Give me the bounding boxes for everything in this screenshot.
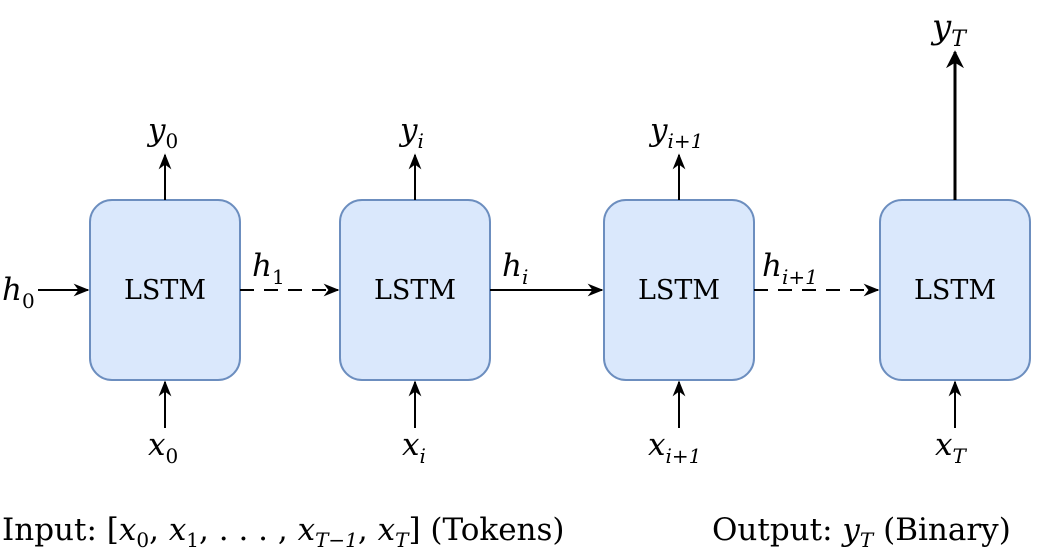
label-yT: yT [930,7,968,52]
lstm-cell-label: LSTM [638,275,720,306]
lstm-cell-T: LSTM [879,199,1031,381]
label-yi: yi [398,112,424,153]
label-x0: x0 [148,427,178,468]
lstm-cell-label: LSTM [374,275,456,306]
label-xT: xT [935,427,967,468]
label-xi1: xi+1 [648,427,701,468]
lstm-cell-i-plus-1: LSTM [603,199,755,381]
label-xi: xi [402,427,426,468]
label-hi1: hi+1 [762,248,818,289]
lstm-cell-label: LSTM [124,275,206,306]
label-h0: h0 [2,272,35,313]
caption-output: Output: yT (Binary) [712,512,1011,550]
label-h1: h1 [252,248,285,289]
lstm-cell-i: LSTM [339,199,491,381]
lstm-cell-0: LSTM [89,199,241,381]
label-y0: y0 [146,112,178,153]
lstm-cell-label: LSTM [914,275,996,306]
label-yi1: yi+1 [648,112,703,153]
label-hi: hi [502,248,528,289]
caption-input: Input: [x0, x1, . . . , xT−1, xT] (Token… [2,512,565,550]
